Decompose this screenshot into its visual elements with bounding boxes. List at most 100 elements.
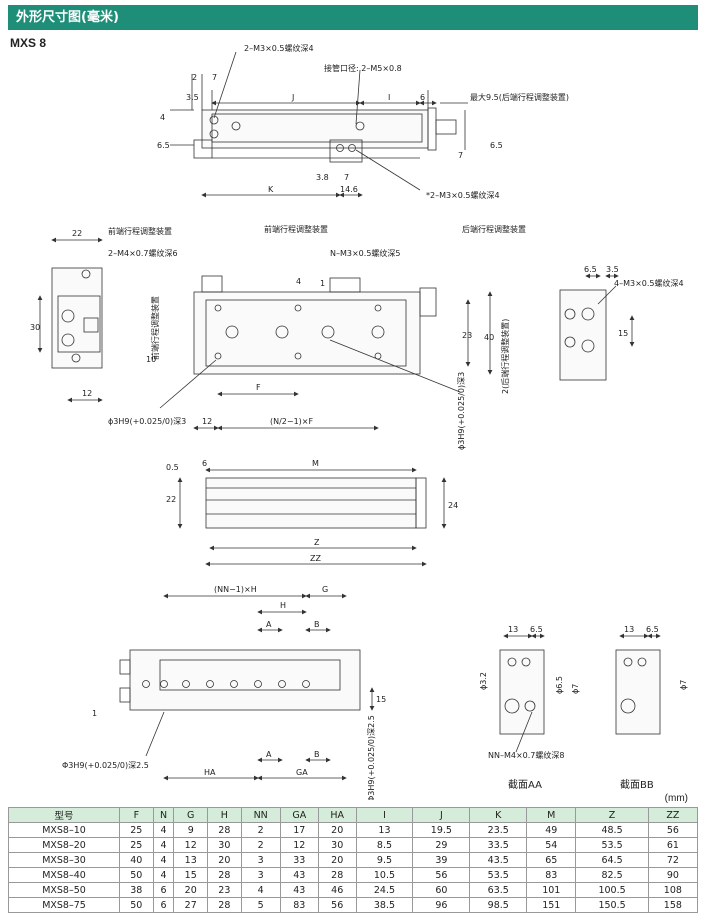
table-header-row: 型号 F N G H NN GA HA I J K M Z ZZ xyxy=(8,807,699,823)
left-end-labels: 22 前端行程调整装置 2–M4×0.7螺纹深6 30 12 xyxy=(30,226,178,398)
dimension-label: 10 xyxy=(146,355,156,364)
table-cell: 43.5 xyxy=(469,852,528,868)
table-cell: 4 xyxy=(152,822,175,838)
table-cell: 64.5 xyxy=(575,852,649,868)
dimension-label: 3.5 xyxy=(186,93,199,102)
table-cell: 96 xyxy=(412,897,471,913)
dimension-label: A xyxy=(266,750,272,759)
dimension-label: 7 xyxy=(344,173,349,182)
dimension-label: ϕ3H9(+0.025/0)深3 xyxy=(457,372,466,450)
table-cell: 30 xyxy=(207,837,242,853)
table-header: N xyxy=(152,807,175,823)
table-cell: 30 xyxy=(317,837,357,853)
dimension-label: Φ3H9(+0.025/0)深2.5 xyxy=(367,715,376,800)
dimension-label: 0.5 xyxy=(166,463,179,472)
technical-drawing: 2–M3×0.5螺纹深4 接管口径: 2–M5×0.8 最大9.5(后端行程调整… xyxy=(30,43,688,800)
dimension-label: (NN−1)×H xyxy=(214,585,257,594)
dimension-label: ZZ xyxy=(310,554,321,563)
dimension-label: N–M3×0.5螺纹深5 xyxy=(330,248,401,258)
section-aa-labels: 13 6.5 ϕ3.2 ϕ6.5 ϕ7 NN–M4×0.7螺纹深8 截面AA xyxy=(479,625,580,791)
table-cell: 60 xyxy=(412,882,471,898)
table-cell: 56 xyxy=(317,897,357,913)
table-cell: 33.5 xyxy=(469,837,528,853)
table-cell: MXS8–50 xyxy=(8,882,120,898)
table-cell: MXS8–10 xyxy=(8,822,120,838)
dimension-label: J xyxy=(291,93,294,102)
table-cell: 23.5 xyxy=(469,822,528,838)
dimension-label: ϕ6.5 xyxy=(555,676,564,694)
table-header: I xyxy=(355,807,414,823)
table-cell: 6 xyxy=(152,882,175,898)
table-cell: 4 xyxy=(152,852,175,868)
dimension-label: *2–M3×0.5螺纹深4 xyxy=(426,190,500,200)
dimension-label: ϕ7 xyxy=(679,680,688,690)
dimension-label: 4 xyxy=(160,113,165,122)
bottom-view-labels: (NN−1)×H G H A B 15 1 Φ3H9(+0.025/0)深2.5… xyxy=(62,585,386,800)
table-cell: 2 xyxy=(240,837,281,853)
table-header: F xyxy=(119,807,154,823)
dimension-label: 6.5 xyxy=(584,265,597,274)
table-cell: 33 xyxy=(279,852,319,868)
table-cell: 28 xyxy=(317,867,357,883)
table-cell: 46 xyxy=(317,882,357,898)
dimension-label: 22 xyxy=(166,495,176,504)
table-cell: 61 xyxy=(647,837,699,853)
dimension-label: 2(后端行程调整装置) xyxy=(500,319,510,394)
table-cell: 98.5 xyxy=(469,897,528,913)
table-cell: 27 xyxy=(173,897,209,913)
table-header: 型号 xyxy=(8,807,120,823)
table-cell: 4 xyxy=(240,882,281,898)
table-cell: 43 xyxy=(279,882,319,898)
table-cell: 65 xyxy=(526,852,577,868)
side-view xyxy=(159,275,493,431)
table-cell: 28 xyxy=(207,867,242,883)
table-cell: 63.5 xyxy=(469,882,528,898)
table-cell: 24.5 xyxy=(355,882,414,898)
table-cell: 48.5 xyxy=(575,822,649,838)
table-header: J xyxy=(412,807,471,823)
dimension-label: 4 xyxy=(296,277,301,286)
table-cell: 50 xyxy=(119,867,154,883)
table-cell: 12 xyxy=(173,837,209,853)
table-cell: 38 xyxy=(119,882,154,898)
table-cell: 9 xyxy=(173,822,209,838)
dimension-label: 后端行程调整装置 xyxy=(462,224,526,234)
table-cell: 151 xyxy=(526,897,577,913)
table-cell: 90 xyxy=(647,867,699,883)
dimension-table: 型号 F N G H NN GA HA I J K M Z ZZ MXS8–10… xyxy=(8,807,699,913)
right-end-labels: 6.5 3.5 4–M3×0.5螺纹深4 15 xyxy=(584,265,684,338)
section-bb xyxy=(615,633,661,735)
section-header: 外形尺寸图(毫米) xyxy=(8,5,698,30)
table-cell: 5 xyxy=(240,897,281,913)
dimension-label: 7 xyxy=(212,73,217,82)
table-header: K xyxy=(469,807,528,823)
dimension-label: Z xyxy=(314,538,320,547)
dimension-label: G xyxy=(322,585,328,594)
dimension-label: 3.5 xyxy=(606,265,619,274)
table-cell: 40 xyxy=(119,852,154,868)
dimension-label: M xyxy=(312,459,319,468)
dimension-label: 4–M3×0.5螺纹深4 xyxy=(614,278,684,288)
table-header: ZZ xyxy=(647,807,699,823)
front-profile-labels: 0.5 6 M 22 24 Z ZZ xyxy=(166,459,458,563)
dimension-label: 15 xyxy=(376,695,386,704)
table-cell: 83 xyxy=(279,897,319,913)
table-cell: 29 xyxy=(412,837,471,853)
top-view-labels: 2–M3×0.5螺纹深4 接管口径: 2–M5×0.8 最大9.5(后端行程调整… xyxy=(157,43,569,200)
table-cell: 39 xyxy=(412,852,471,868)
table-cell: MXS8–30 xyxy=(8,852,120,868)
dimension-label: 7 xyxy=(458,151,463,160)
table-header: G xyxy=(173,807,209,823)
dimension-label: 14.6 xyxy=(340,185,358,194)
dimension-label: ϕ3H9(+0.025/0)深3 xyxy=(108,417,186,426)
table-cell: 20 xyxy=(317,852,357,868)
table-cell: MXS8–40 xyxy=(8,867,120,883)
table-cell: 13 xyxy=(355,822,414,838)
table-cell: 158 xyxy=(647,897,699,913)
dimension-label: 30 xyxy=(30,323,40,332)
dimension-label: 截面AA xyxy=(508,778,542,791)
table-cell: 108 xyxy=(647,882,699,898)
dimension-label: 1 xyxy=(92,709,97,718)
